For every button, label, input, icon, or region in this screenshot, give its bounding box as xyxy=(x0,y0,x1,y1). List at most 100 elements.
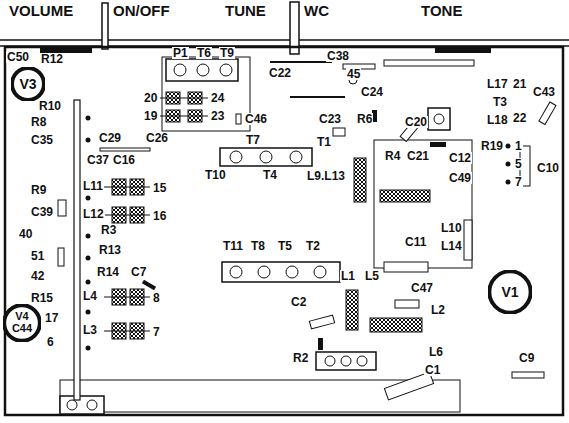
coil-symbol xyxy=(166,110,180,122)
screw xyxy=(67,400,77,410)
part-label: R15 xyxy=(30,292,54,304)
socket-text: V4C44 xyxy=(12,311,32,334)
solder-dot xyxy=(86,280,91,285)
socket-circle xyxy=(12,68,44,100)
terminal-strip xyxy=(60,396,104,414)
part-label: T5 xyxy=(277,240,293,252)
part-label: C16 xyxy=(112,154,136,166)
capacitor-symbol xyxy=(512,372,544,378)
capacitor-symbol xyxy=(100,148,150,151)
screw xyxy=(325,356,335,366)
coil-symbol xyxy=(130,323,144,339)
part-label: 42 xyxy=(30,270,45,282)
part-label: C29 xyxy=(98,132,122,144)
valve-socket: V3 xyxy=(11,67,45,101)
resistor-symbol xyxy=(318,338,323,350)
capacitor-symbol xyxy=(333,128,345,136)
sub-board xyxy=(374,140,472,268)
socket-text: V1 xyxy=(501,285,518,300)
part-label: C12 xyxy=(448,152,472,164)
part-label: C22 xyxy=(268,67,292,79)
part-label: 16 xyxy=(152,210,167,222)
part-label: 45 xyxy=(346,68,361,80)
part-label: 5 xyxy=(514,158,523,170)
part-label: 15 xyxy=(152,182,167,194)
solder-dot xyxy=(506,144,511,149)
part-label: TONE xyxy=(420,3,463,18)
coil-symbol xyxy=(188,92,202,104)
part-label: C38 xyxy=(326,50,350,62)
part-label: C47 xyxy=(410,282,434,294)
part-label: R14 xyxy=(96,266,120,278)
coil-symbol xyxy=(166,92,180,104)
part-label: C1 xyxy=(424,364,441,376)
part-label: 24 xyxy=(210,92,225,104)
screw xyxy=(434,114,444,124)
capacitor-symbol xyxy=(58,248,64,266)
part-label: C9 xyxy=(518,352,535,364)
part-label: 51 xyxy=(30,250,45,262)
part-label: T6 xyxy=(196,47,212,59)
part-label: L9.L13 xyxy=(306,170,346,182)
screw xyxy=(174,64,186,76)
part-label: C11 xyxy=(404,236,427,248)
part-label: L1 xyxy=(340,270,356,282)
terminal-strip xyxy=(166,59,238,81)
part-label: C35 xyxy=(30,134,54,146)
solder-dot xyxy=(86,234,91,239)
board-outline xyxy=(5,47,563,415)
valve-label: C44 xyxy=(12,323,32,335)
valve-socket: V4C44 xyxy=(3,304,41,342)
capacitor-symbol xyxy=(142,280,156,290)
sub-board xyxy=(162,57,250,131)
part-label: R8 xyxy=(30,116,47,128)
part-label: R9 xyxy=(30,184,47,196)
part-label: L4 xyxy=(82,290,98,302)
valve-label: V1 xyxy=(501,285,518,300)
part-label: T4 xyxy=(262,169,278,181)
valve-label: V3 xyxy=(19,77,36,92)
part-label: T2 xyxy=(305,240,321,252)
solder-dot xyxy=(86,256,91,261)
part-label: 21 xyxy=(512,78,527,90)
component-strip xyxy=(74,100,80,400)
solder-dot xyxy=(506,162,511,167)
gang-plate xyxy=(270,61,332,63)
part-label: L10 xyxy=(440,222,463,234)
part-label: T10 xyxy=(204,169,227,181)
capacitor-symbol xyxy=(384,60,474,66)
screw xyxy=(341,356,351,366)
shaft-line xyxy=(0,39,569,41)
coil-symbol xyxy=(112,289,126,305)
coil-symbol xyxy=(130,207,144,223)
part-label: TUNE xyxy=(224,3,267,18)
part-label: C49 xyxy=(448,172,472,184)
part-label: L14 xyxy=(440,240,463,252)
resistor-symbol xyxy=(430,142,446,147)
screw xyxy=(230,151,242,163)
part-label: T7 xyxy=(245,134,261,146)
part-label: VOLUME xyxy=(8,3,74,18)
socket-circle xyxy=(489,271,530,312)
part-label: C37 xyxy=(86,154,110,166)
capacitor-symbol xyxy=(309,315,334,329)
part-label: 6 xyxy=(46,336,55,348)
part-label: L3 xyxy=(82,324,98,336)
part-label: 23 xyxy=(210,110,225,122)
part-label: T1 xyxy=(316,136,332,148)
part-label: C46 xyxy=(244,113,268,125)
coil-symbol xyxy=(130,179,144,195)
valve-socket: V1 xyxy=(488,270,532,314)
part-label: R10 xyxy=(38,100,62,112)
part-label: L5 xyxy=(364,270,380,282)
part-label: R3 xyxy=(100,224,117,236)
coil-symbol xyxy=(112,179,126,195)
part-label: R12 xyxy=(40,53,64,65)
part-label: 19 xyxy=(143,110,158,122)
screw xyxy=(357,356,367,366)
part-label: R19 xyxy=(480,140,504,152)
part-label: C24 xyxy=(360,86,384,98)
part-label: L6 xyxy=(428,346,444,358)
part-label: L2 xyxy=(430,304,446,316)
